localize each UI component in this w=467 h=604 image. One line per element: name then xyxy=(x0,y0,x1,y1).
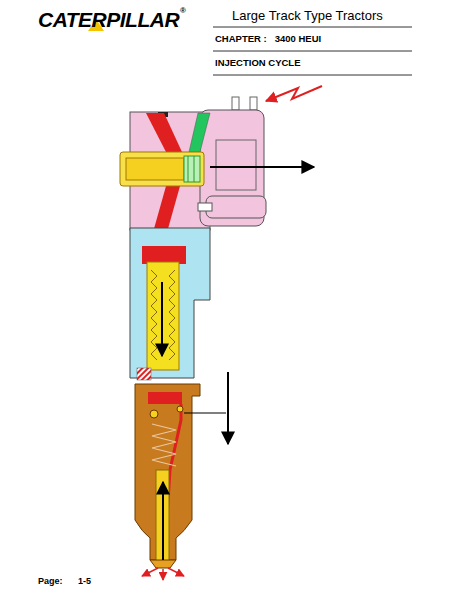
header-rules-part xyxy=(213,51,412,52)
registered-mark: ® xyxy=(180,7,186,16)
fuel-spray xyxy=(142,568,184,580)
page-label: Page: xyxy=(38,577,63,587)
intensifier-body-part xyxy=(147,262,179,370)
chapter-label: CHAPTER : xyxy=(215,34,267,44)
header-rules xyxy=(213,27,412,75)
poppet-valve-part xyxy=(126,158,184,180)
connector-pins xyxy=(232,97,257,110)
oil-passages-part xyxy=(189,113,210,152)
chapter-value: 3400 HEUI xyxy=(275,34,321,44)
oil-passages-part xyxy=(146,113,182,152)
motion-arrows-part xyxy=(162,482,164,560)
connector-pins-part xyxy=(232,97,239,110)
connector-pins-part xyxy=(250,97,257,110)
poppet-valve xyxy=(120,152,204,186)
nozzle-body-part xyxy=(156,470,169,562)
fuel-spray-part xyxy=(142,568,158,576)
motion-arrows-part xyxy=(161,282,163,356)
poppet-valve-part xyxy=(194,156,195,182)
header-rules-part xyxy=(213,27,412,28)
nozzle-body-part xyxy=(150,410,158,418)
poppet-valve-part xyxy=(188,156,189,182)
intensifier-body-part xyxy=(130,228,210,378)
section-label: INJECTION CYCLE xyxy=(215,58,301,68)
upper-body-part xyxy=(216,140,256,190)
intensifier-body-part xyxy=(142,246,186,264)
upper-body-part xyxy=(206,196,266,218)
nozzle-body-part xyxy=(177,406,183,412)
intensifier-body-part xyxy=(169,270,175,360)
motion-arrows-part xyxy=(210,166,314,168)
intensifier-body-part xyxy=(137,368,151,380)
intensifier-body-part xyxy=(151,270,157,360)
nozzle-body-part xyxy=(152,424,176,466)
fuel-spray-part xyxy=(162,569,164,580)
upper-body-part xyxy=(198,203,212,211)
motion-arrows-part xyxy=(184,413,226,414)
fuel-spray-part xyxy=(168,568,184,576)
brand-logo: CATERPILLAR xyxy=(38,8,179,31)
nozzle-body xyxy=(135,384,200,568)
poppet-valve-part xyxy=(184,156,200,182)
nozzle-body-part xyxy=(150,560,176,568)
nozzle-body-part xyxy=(148,392,182,404)
motion-arrows xyxy=(162,167,314,560)
solenoid-signal-part xyxy=(266,86,322,101)
page-title: Large Track Type Tractors xyxy=(232,9,383,23)
header-rules-part xyxy=(213,75,412,76)
intensifier-body xyxy=(130,228,210,380)
solenoid-signal xyxy=(266,86,322,101)
poppet-valve-part xyxy=(120,152,204,186)
page-number: 1-5 xyxy=(78,577,91,587)
motion-arrows-part xyxy=(227,372,229,444)
